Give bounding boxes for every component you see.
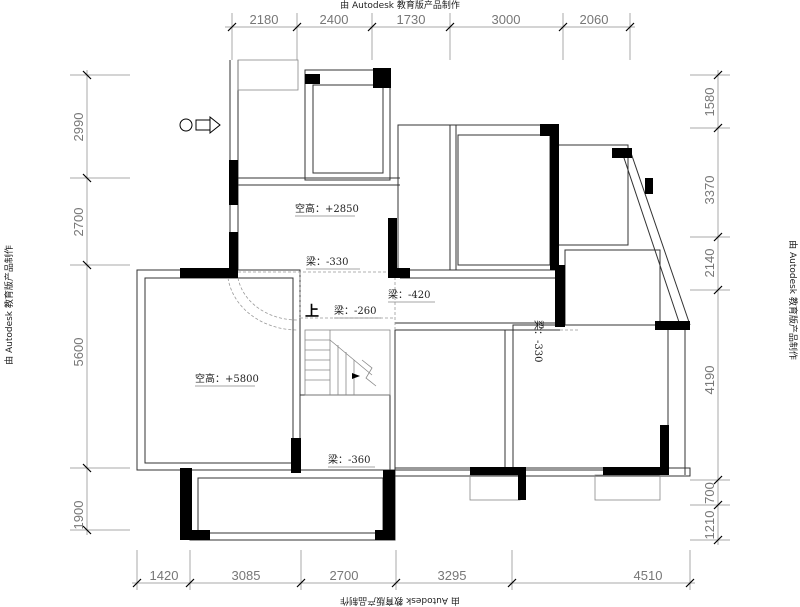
dim-top-4: 3000 [492, 12, 521, 27]
beam-label-5: 梁：-330 [532, 320, 545, 362]
dim-left-3: 5600 [71, 338, 86, 367]
ceiling-height-upper: 空高：+2850 [295, 202, 359, 215]
structural-walls [180, 68, 690, 540]
dim-top-5: 2060 [580, 12, 609, 27]
watermark-left: 由 Autodesk 教育版产品制作 [3, 245, 15, 365]
dim-left-1: 2990 [71, 113, 86, 142]
dim-left-4: 1900 [71, 501, 86, 530]
watermark-bottom: 由 Autodesk 教育版产品制作 [340, 595, 460, 607]
dim-right-5: 700 [702, 482, 717, 504]
beam-label-3: 梁：-260 [334, 304, 376, 317]
watermark-right: 由 Autodesk 教育版产品制作 [787, 240, 799, 360]
dim-top-3: 1730 [397, 12, 426, 27]
staircase [304, 329, 391, 396]
dim-right-6: 1210 [702, 511, 717, 540]
beam-lines [227, 271, 580, 331]
dim-top-1: 2180 [250, 12, 279, 27]
dim-top-2: 2400 [320, 12, 349, 27]
dimension-labels-bottom: 1420 3085 2700 3295 4510 [150, 568, 663, 583]
stair-up-label: 上 [305, 304, 319, 320]
dim-bottom-4: 3295 [438, 568, 467, 583]
beam-label-2: 梁：-420 [388, 288, 430, 301]
dimension-labels-right: 1580 3370 2140 4190 700 1210 [702, 88, 717, 540]
dim-bottom-3: 2700 [330, 568, 359, 583]
dim-right-2: 3370 [702, 176, 717, 205]
dim-bottom-2: 3085 [232, 568, 261, 583]
dim-bottom-1: 1420 [150, 568, 179, 583]
dimension-labels-left: 2990 2700 5600 1900 [71, 113, 86, 530]
dim-right-4: 4190 [702, 366, 717, 395]
ceiling-height-living: 空高：+5800 [195, 372, 259, 385]
dim-right-3: 2140 [702, 249, 717, 278]
dim-right-1: 1580 [702, 88, 717, 117]
dimension-lines [70, 13, 730, 590]
beam-label-4: 梁：-360 [328, 453, 370, 466]
dim-bottom-5: 4510 [634, 568, 663, 583]
dimension-labels-top: 2180 2400 1730 3000 2060 [250, 12, 609, 27]
beam-label-1: 梁：-330 [306, 255, 348, 268]
dim-left-2: 2700 [71, 208, 86, 237]
watermark-top: 由 Autodesk 教育版产品制作 [340, 0, 460, 11]
room-labels: 空高：+2850 空高：+5800 梁：-330 梁：-420 梁：-260 上… [195, 202, 545, 468]
entrance-icon [179, 115, 221, 135]
